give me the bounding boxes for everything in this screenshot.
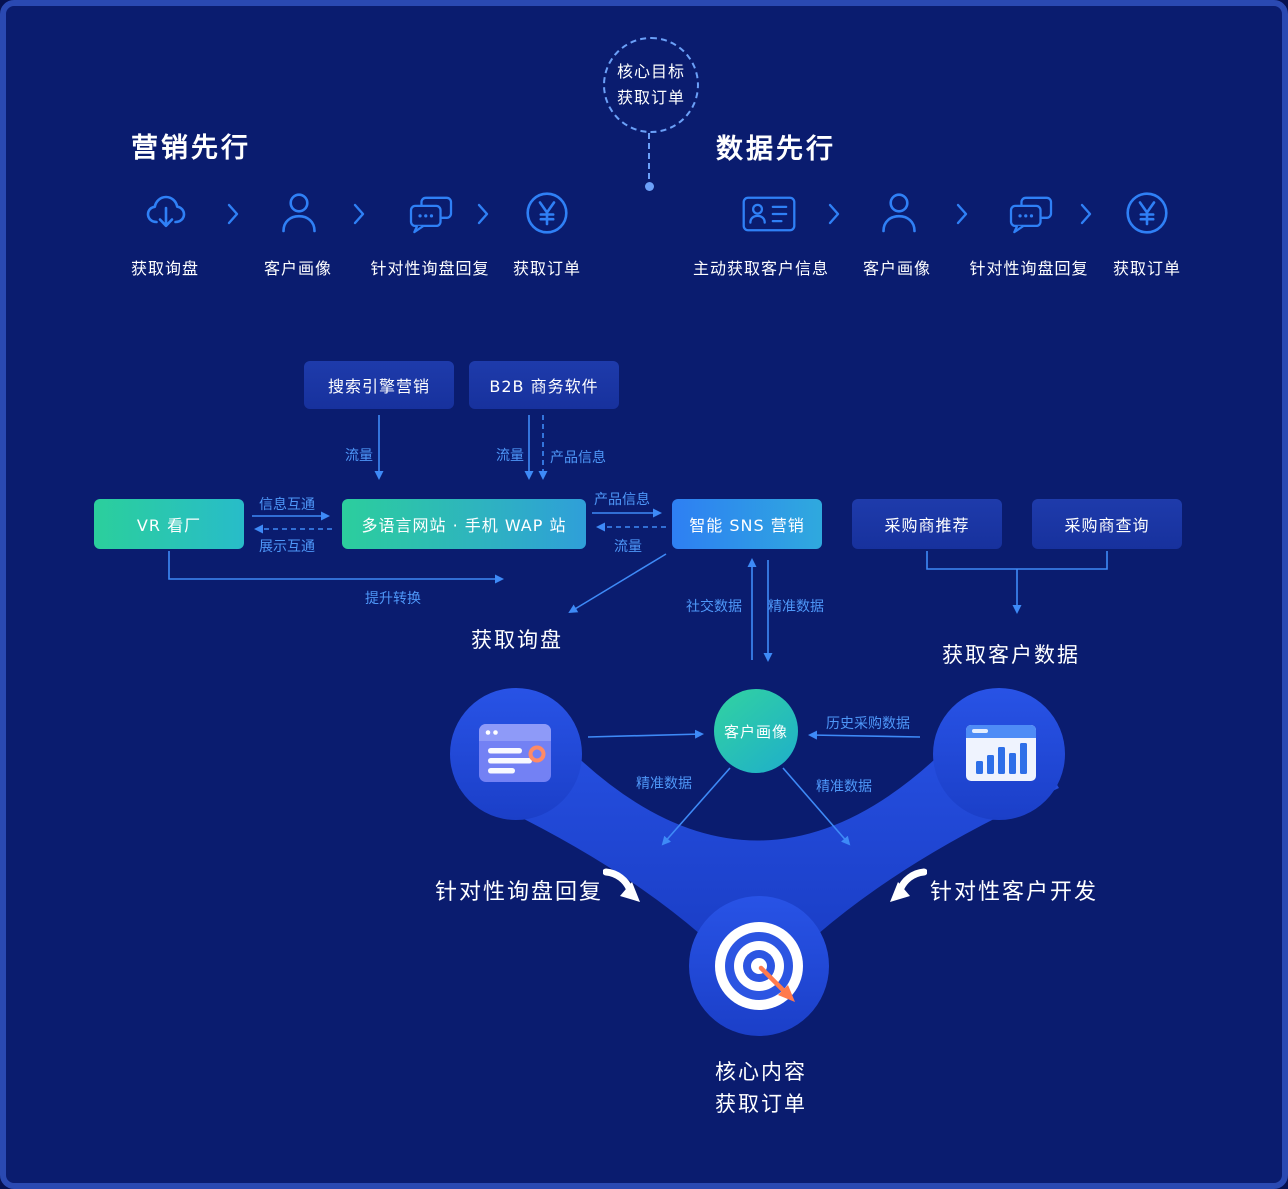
box-buyer-recommend: 采购商推荐 (852, 499, 1002, 549)
person-icon (279, 190, 319, 238)
browser-window-icon (475, 720, 555, 790)
box-sns-marketing: 智能 SNS 营销 (672, 499, 822, 549)
label-conversion: 提升转换 (365, 591, 421, 607)
chevron-right-icon (477, 203, 489, 229)
box-search-engine-marketing: 搜索引擎营销 (304, 361, 454, 409)
chevron-right-icon (227, 203, 239, 229)
chevron-right-icon (828, 203, 840, 229)
label-product-info: 产品信息 (594, 492, 650, 508)
swoosh-arrow-down-left-icon (887, 865, 928, 909)
step-label: 客户画像 (263, 259, 333, 278)
customer-profile-circle: 客户画像 (714, 689, 798, 773)
step-label: 获取询盘 (130, 259, 200, 278)
cloud-download-icon (144, 192, 188, 238)
person-icon (879, 190, 919, 238)
goal-line1: 核心目标 (616, 62, 685, 82)
label-display-exchange: 展示互通 (259, 539, 315, 555)
label-precise-data: 精准数据 (816, 779, 872, 795)
get-inquiry-text: 获取询盘 (471, 628, 563, 652)
label-history-data: 历史采购数据 (826, 716, 910, 732)
chat-bubbles-icon (1007, 194, 1055, 238)
chat-bubbles-icon (407, 194, 455, 238)
box-b2b-software: B2B 商务软件 (469, 361, 619, 409)
goal-dashed-line (648, 133, 650, 179)
targeted-develop-text: 针对性客户开发 (929, 880, 1099, 905)
chevron-right-icon (353, 203, 365, 229)
swoosh-arrow-down-right-icon (602, 865, 643, 909)
chevron-right-icon (956, 203, 968, 229)
yen-circle-icon (1125, 191, 1169, 239)
label-precise-data: 精准数据 (636, 776, 692, 792)
step-label: 针对性询盘回复 (370, 259, 490, 278)
step-label: 客户画像 (862, 259, 932, 278)
label-traffic: 流量 (496, 448, 524, 464)
chevron-right-icon (1080, 203, 1092, 229)
box-vr-factory: VR 看厂 (94, 499, 244, 549)
box-multilang-site: 多语言网站 · 手机 WAP 站 (342, 499, 586, 549)
label-traffic: 流量 (614, 539, 642, 555)
bar-chart-icon (963, 722, 1039, 788)
target-icon (709, 916, 809, 1020)
get-customer-data-text: 获取客户数据 (942, 643, 1080, 667)
marketing-section-title: 营销先行 (131, 133, 251, 164)
core-order-text: 获取订单 (715, 1092, 807, 1116)
core-goal-badge: 核心目标 获取订单 (603, 37, 699, 133)
connector-arrows (168, 415, 1108, 846)
label-social-data: 社交数据 (686, 599, 742, 615)
step-label: 针对性询盘回复 (969, 259, 1089, 278)
data-section-title: 数据先行 (716, 134, 836, 165)
step-label: 获取订单 (512, 259, 582, 278)
box-buyer-query: 采购商查询 (1032, 499, 1182, 549)
label-product-info: 产品信息 (550, 450, 606, 466)
label-traffic: 流量 (345, 448, 373, 464)
id-card-icon (740, 193, 798, 239)
goal-line2: 获取订单 (616, 88, 685, 107)
step-label: 主动获取客户信息 (692, 259, 830, 278)
yen-circle-icon (525, 191, 569, 239)
label-info-exchange: 信息互通 (259, 497, 315, 513)
goal-dot (645, 182, 654, 191)
targeted-reply-text: 针对性询盘回复 (434, 880, 604, 905)
step-label: 获取订单 (1112, 259, 1182, 278)
label-precise-data: 精准数据 (768, 599, 824, 615)
core-content-text: 核心内容 (715, 1060, 807, 1084)
